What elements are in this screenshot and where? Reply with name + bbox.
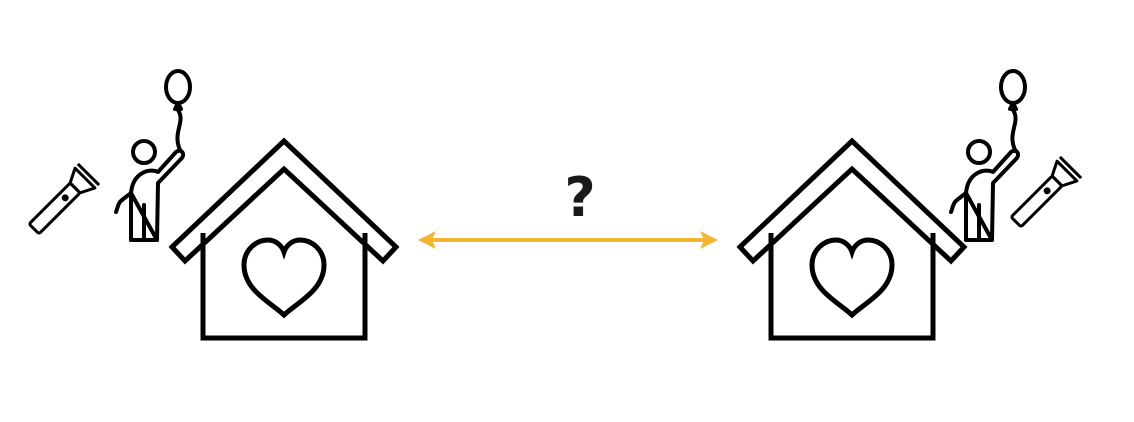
left-heart-icon <box>241 237 327 319</box>
right-heart-icon <box>809 237 895 319</box>
right-house-icon <box>736 137 968 341</box>
left-child-icon <box>114 69 192 242</box>
double-headed-arrow <box>418 231 718 249</box>
right-flashlight-icon <box>1010 155 1083 228</box>
left-house-icon <box>168 137 400 341</box>
question-mark-label: ? <box>564 166 595 229</box>
right-child-icon <box>949 69 1027 242</box>
left-flashlight-icon <box>28 162 101 235</box>
